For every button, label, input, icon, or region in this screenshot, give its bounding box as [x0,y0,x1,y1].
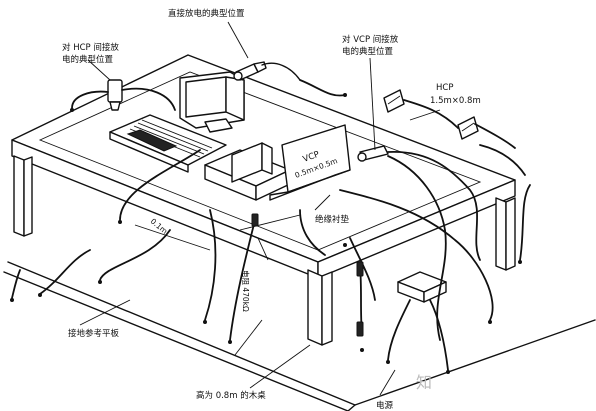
leader-lines [79,21,441,396]
label-ground-plane: 接地参考平板 [68,328,120,339]
esd-gun-hcp [107,79,123,111]
label-vcp-indirect-line1: 对 VCP 间接放 [342,34,399,45]
watermark-text: 知 [416,373,432,392]
resistors [251,213,364,337]
label-table-height: 高为 0.8m 的木桌 [196,390,266,401]
monitor [179,71,245,133]
label-hcp-indirect-line1: 对 HCP 间接放 [62,42,119,53]
cables [11,79,531,371]
vcp-plane [269,124,351,201]
label-vcp-indirect-line2: 电的典型位置 [342,46,394,57]
hcp-connection-box-2 [457,116,479,140]
ground-reference-plane [3,261,596,411]
label-hcp: HCP [436,83,453,93]
terminal-points [10,93,522,374]
eut-box [204,142,291,201]
label-direct-discharge: 直接放电的典型位置 [168,8,245,19]
esd-gun-vcp [357,145,389,162]
label-insulation-pad: 绝缘衬垫 [315,214,350,225]
label-power: 电源 [376,400,394,411]
label-hcp-indirect-line2: 电的典型位置 [62,54,114,65]
label-hcp-size: 1.5m×0.8m [430,96,481,106]
esd-gun-direct [233,61,301,81]
label-resistor-470k: 电阻 470kΩ [241,270,251,312]
hcp-connection-box-1 [383,89,405,113]
